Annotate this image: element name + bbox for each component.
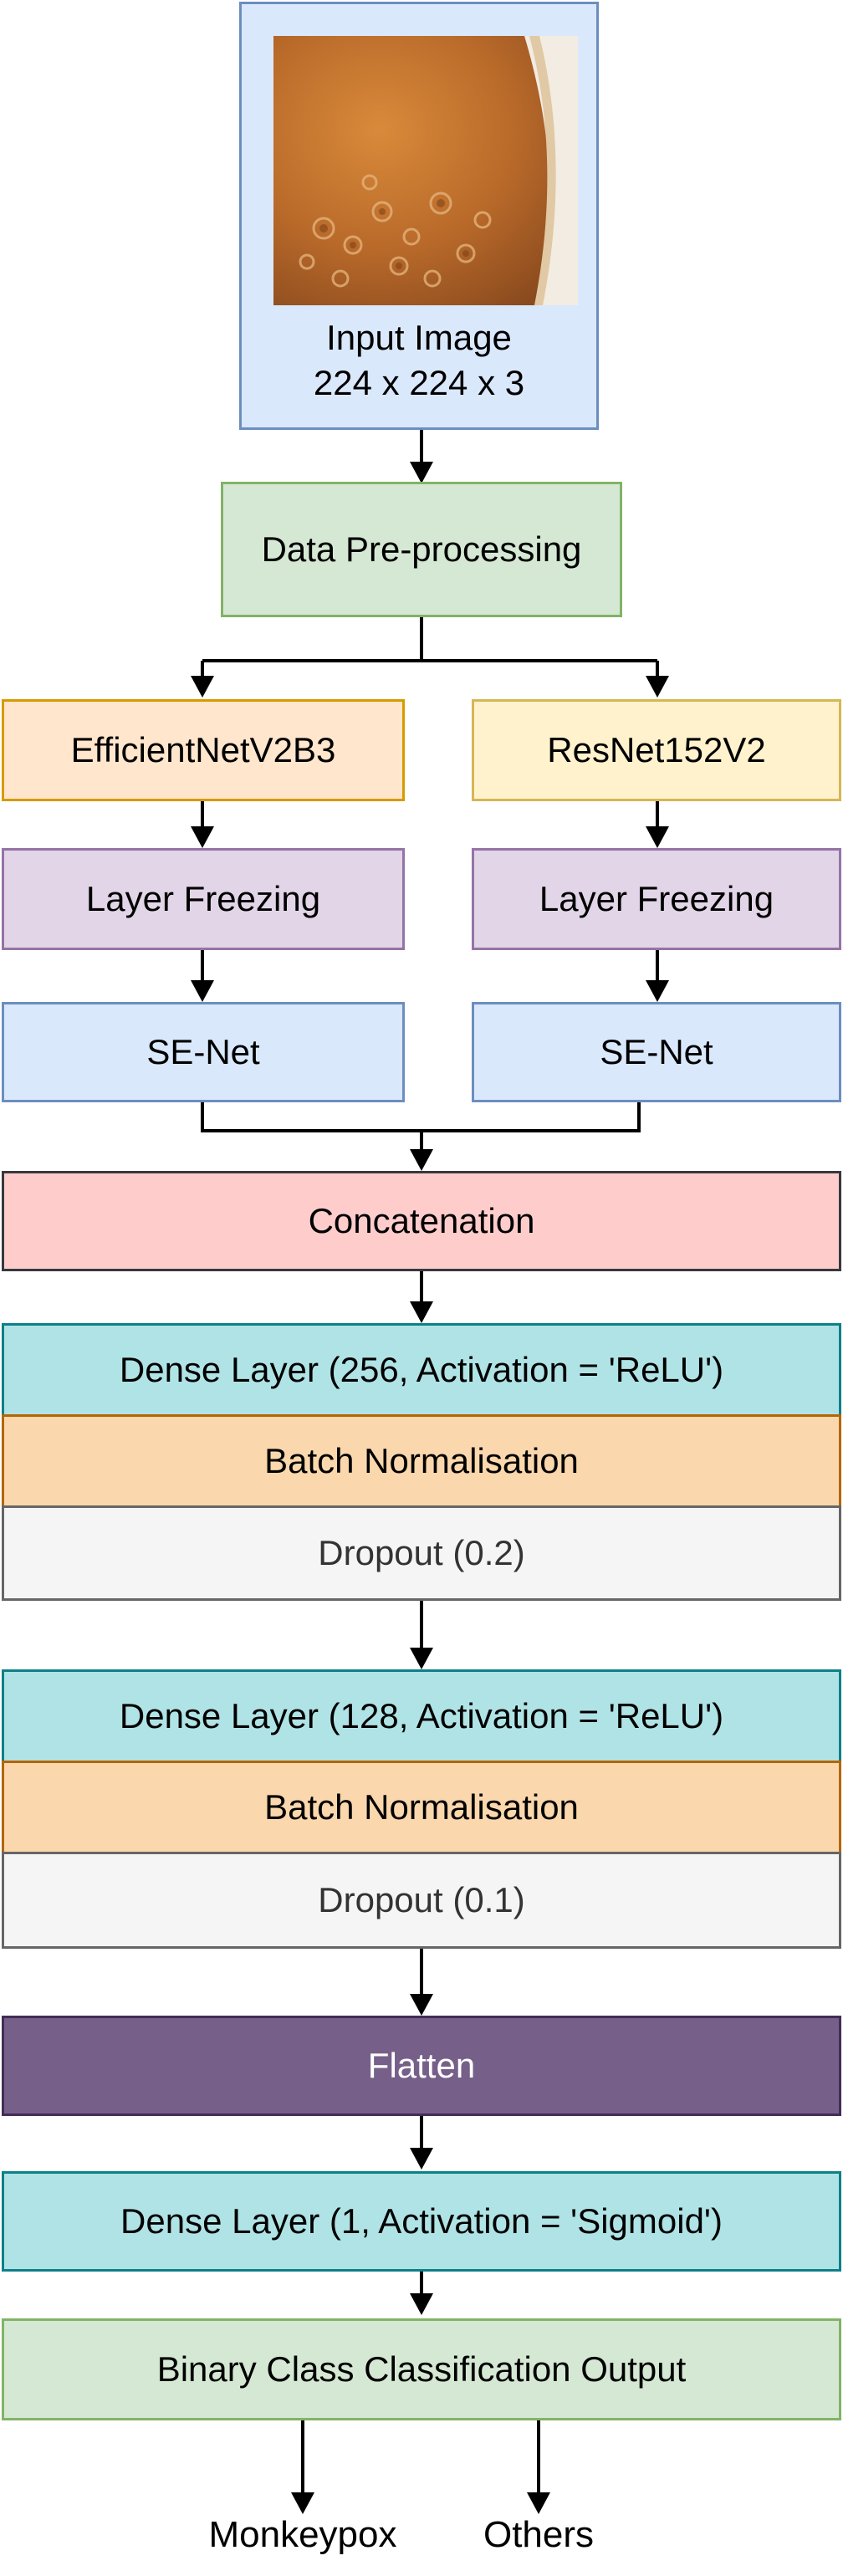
dense-128-node: Dense Layer (128, Activation = 'ReLU')	[2, 1669, 841, 1763]
class-label-others: Others	[483, 2514, 595, 2555]
dropout-0-1-node: Dropout (0.1)	[2, 1852, 841, 1949]
resnet-node: ResNet152V2	[472, 699, 841, 801]
input-image-node: Input Image 224 x 224 x 3	[239, 2, 599, 430]
arrow-output-to-classes	[301, 2420, 540, 2501]
layer-freezing-right-node: Layer Freezing	[472, 848, 841, 950]
dense-256-node: Dense Layer (256, Activation = 'ReLU')	[2, 1323, 841, 1417]
layer-freezing-left-node: Layer Freezing	[2, 848, 405, 950]
senet-left-node: SE-Net	[2, 1002, 405, 1102]
dropout-0-2-node: Dropout (0.2)	[2, 1505, 841, 1601]
preprocessing-node: Data Pre-processing	[221, 482, 622, 617]
flatten-node: Flatten	[2, 2016, 841, 2116]
input-image-size: 224 x 224 x 3	[313, 363, 525, 402]
senet-right-node: SE-Net	[472, 1002, 841, 1102]
efficientnet-node: EfficientNetV2B3	[2, 699, 405, 801]
arrow-preprocessing-split	[201, 617, 659, 691]
concatenation-node: Concatenation	[2, 1171, 841, 1271]
class-label-monkeypox: Monkeypox	[208, 2514, 397, 2555]
batch-norm-1-node: Batch Normalisation	[2, 1414, 841, 1508]
skin-lesion-photo	[273, 36, 578, 305]
binary-output-node: Binary Class Classification Output	[2, 2318, 841, 2420]
dense-1-sigmoid-node: Dense Layer (1, Activation = 'Sigmoid')	[2, 2171, 841, 2272]
input-image-title: Input Image	[326, 318, 512, 357]
batch-norm-2-node: Batch Normalisation	[2, 1761, 841, 1854]
